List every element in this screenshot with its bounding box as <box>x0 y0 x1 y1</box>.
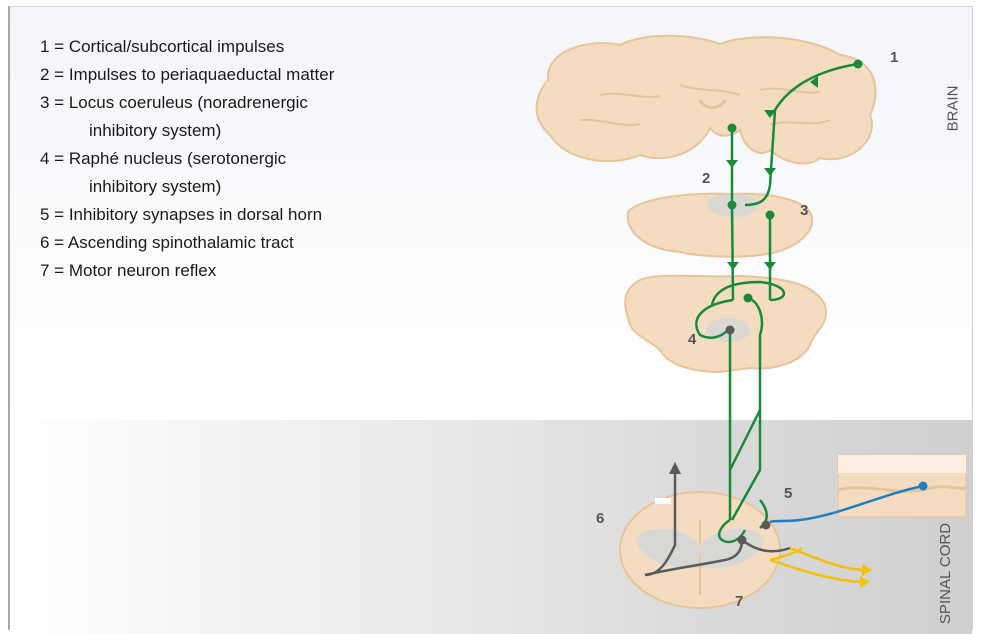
brain-section <box>537 36 876 164</box>
brain-region-label: BRAIN <box>944 86 961 132</box>
legend-item-6: 6 = Ascending spinothalamic tract <box>40 233 294 253</box>
legend-item-2: 2 = Impulses to periaquaeductal matter <box>40 65 334 85</box>
marker-7: 7 <box>735 593 743 610</box>
legend-item-4-cont: inhibitory system) <box>89 177 221 197</box>
marker-3: 3 <box>800 202 808 219</box>
marker-2: 2 <box>702 170 710 187</box>
legend-item-3-cont: inhibitory system) <box>89 121 221 141</box>
legend-item-1: 1 = Cortical/subcortical impulses <box>40 37 284 57</box>
skin-section <box>838 455 966 517</box>
motor-reflex-arrows <box>860 564 872 588</box>
marker-6: 6 <box>596 510 604 527</box>
legend-item-4: 4 = Raphé nucleus (serotonergic <box>40 149 286 169</box>
legend-item-5: 5 = Inhibitory synapses in dorsal horn <box>40 205 322 225</box>
midbrain-section <box>628 193 812 257</box>
marker-4: 4 <box>688 331 697 348</box>
legend-item-7: 7 = Motor neuron reflex <box>40 261 216 281</box>
motor-reflex-path <box>770 548 865 582</box>
medulla-section <box>625 276 826 372</box>
marker-1: 1 <box>890 49 898 66</box>
spinal-cord-region-label: SPINAL CORD <box>937 523 954 624</box>
spinal-cord-section <box>620 492 780 608</box>
marker-5: 5 <box>784 485 792 502</box>
legend-item-3: 3 = Locus coeruleus (noradrenergic <box>40 93 308 113</box>
